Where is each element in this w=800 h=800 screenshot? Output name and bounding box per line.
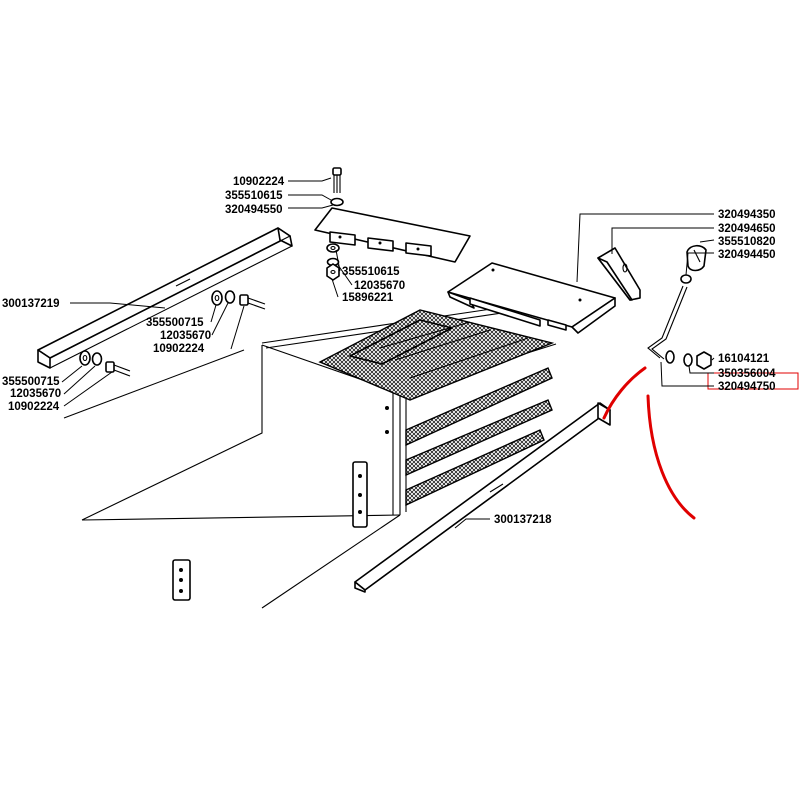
label-10902224-a: 10902224 [153,343,205,355]
lower-sieve-mesh [405,367,553,507]
red-annotation-marks [602,366,799,520]
frame-bracket-lower [172,559,191,601]
washer-320494450 [680,274,692,284]
label-10902224-top: 10902224 [233,176,285,188]
frame-bracket-upper [352,461,368,528]
nut-15896221 [326,263,340,281]
label-355510615-mid: 355510615 [342,266,400,278]
bolt-10902224-a [239,294,266,310]
cover-plate-320494550 [314,207,471,263]
label-12035670-mid: 12035670 [354,280,405,292]
label-355500715-a: 355500715 [146,317,204,329]
washer-12035670-a [224,290,236,304]
label-16104121: 16104121 [718,353,770,365]
washer-350356004 [683,353,693,367]
label-320494350: 320494350 [718,209,776,221]
upper-sieve-mesh [318,309,555,401]
label-350356004: 350356004 [718,368,776,380]
leader-lines [61,177,715,529]
label-300137219: 300137219 [2,298,60,310]
label-320494650: 320494650 [718,223,776,235]
label-300137218: 300137218 [494,514,552,526]
label-355500715-b: 355500715 [2,376,60,388]
nut-16104121 [696,351,712,370]
label-10902224-b: 10902224 [8,401,60,413]
knob-355510820 [686,244,707,272]
label-15896221: 15896221 [342,292,394,304]
bushing-rod-end [665,350,675,364]
rod-320494750 [647,285,688,360]
bolt-10902224-top [332,167,342,193]
washer-12035670-b [91,352,103,366]
bracket-320494650 [597,247,641,301]
label-320494450: 320494450 [718,249,776,261]
deflector-plate-320494350 [447,262,616,334]
label-355510820: 355510820 [718,236,776,248]
washer-355510615-mid [326,243,340,253]
angle-rail-300137218 [354,402,611,593]
part-labels: 10902224 355510615 320494550 355510615 1… [2,176,776,526]
label-355510615-top: 355510615 [225,190,283,202]
label-320494750: 320494750 [718,381,776,393]
washer-355500715-b [79,350,91,366]
angle-rail-300137219 [37,227,293,369]
washer-355500715-a [211,290,223,306]
label-12035670-b: 12035670 [10,388,61,400]
label-320494550: 320494550 [225,204,283,216]
bolt-10902224-b [105,361,131,377]
label-12035670-a: 12035670 [160,330,211,342]
washer-355510615-top [330,197,344,207]
